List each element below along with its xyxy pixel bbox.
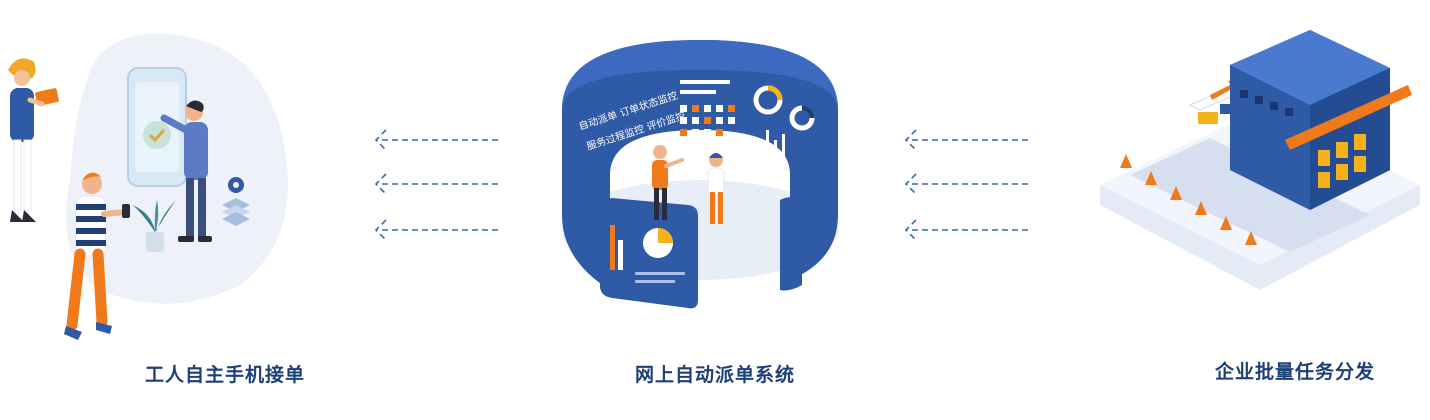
- plant-icon: [132, 200, 176, 252]
- right-panel: [780, 196, 802, 291]
- man-striped-figure: [64, 172, 130, 340]
- ring-band: [562, 40, 838, 290]
- donut-chart-icon: [789, 105, 815, 131]
- enterprise-panel: 企业批量任务分发: [1090, 0, 1430, 420]
- arrow-left-icon: [374, 173, 498, 195]
- system-illustration: 自动派单 订单状态监控 服务过程监控 评价监控: [562, 40, 838, 309]
- woman-listener-figure: [707, 153, 725, 224]
- workers-panel: 工人自主手机接单: [0, 0, 330, 420]
- enterprise-caption: 企业批量任务分发: [1215, 361, 1376, 383]
- phone-icon: [127, 67, 187, 187]
- arrow-left-icon: [904, 129, 1028, 151]
- ring-top-edge: [562, 40, 838, 110]
- man-presenter-figure: [652, 145, 684, 220]
- truck-icon: [1188, 87, 1242, 124]
- arrows-to-system: [900, 120, 1030, 250]
- gear-icon: [228, 177, 244, 193]
- tree-icon: [1120, 154, 1257, 245]
- arrow-left-icon: [374, 219, 498, 241]
- building-icon: [1230, 30, 1412, 210]
- workers-illustration: [8, 33, 288, 340]
- arrow-left-icon: [904, 173, 1028, 195]
- donut-chart-icon: [753, 85, 783, 115]
- layers-icon: [222, 198, 250, 226]
- arrows-to-workers: [370, 120, 500, 250]
- man-pointing-figure: [160, 100, 212, 242]
- enterprise-illustration: [1100, 30, 1420, 290]
- system-caption: 网上自动派单系统: [635, 364, 796, 386]
- system-panel: 自动派单 订单状态监控 服务过程监控 评价监控 网上自动派单系统: [540, 0, 860, 420]
- woman-clipboard-figure: [8, 58, 59, 222]
- arrow-left-icon: [374, 129, 498, 151]
- workers-caption: 工人自主手机接单: [145, 364, 306, 386]
- arrow-left-icon: [904, 219, 1028, 241]
- pie-chart-icon: [643, 228, 673, 258]
- data-grid: [680, 105, 735, 136]
- road: [1130, 138, 1370, 252]
